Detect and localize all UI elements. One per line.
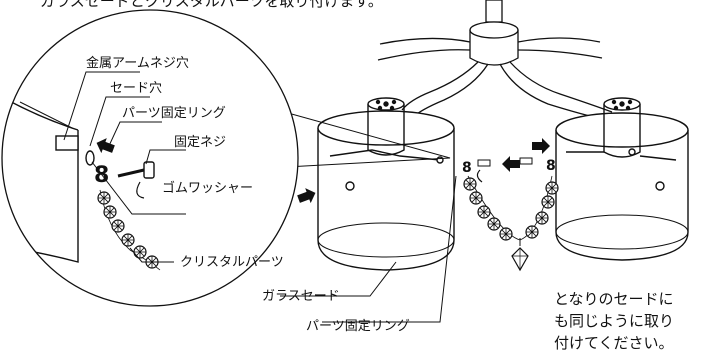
left-shade [317, 97, 455, 271]
header-text: ガラスセードとクリスタルパーツを取り付けます。 [40, 0, 383, 10]
zoom-detail: 8 [1, 9, 299, 307]
ceiling-hub [377, 0, 613, 121]
label-fixing-screw: 固定ネジ [174, 135, 226, 150]
label-glass-shade: ガラスセード [262, 289, 340, 304]
zoom-leader [267, 107, 451, 169]
label-rubber-washer: ゴムワッシャー [162, 180, 253, 196]
label-crystal-parts: クリスタルパーツ [180, 255, 284, 270]
instruction-note: となりのセードに も同じように取り 付けてください。 [554, 290, 674, 352]
right-shade [555, 97, 689, 261]
svg-text:8: 8 [546, 158, 556, 174]
svg-text:8: 8 [462, 160, 472, 176]
note-line-3: 付けてください。 [554, 334, 674, 352]
label-metal-arm-screw-hole: 金属アームネジ穴 [86, 55, 189, 71]
label-parts-fixing-ring-2: パーツ固定リング [306, 319, 410, 334]
crystal-chain: 8 8 [295, 138, 559, 272]
label-shade-hole: セード穴 [110, 81, 162, 96]
svg-text:8: 8 [94, 163, 109, 188]
note-line-2: も同じように取り [554, 312, 674, 330]
label-parts-fixing-ring: パーツ固定リング [122, 106, 226, 121]
callouts [63, 71, 457, 323]
note-line-1: となりのセードに [554, 290, 674, 308]
